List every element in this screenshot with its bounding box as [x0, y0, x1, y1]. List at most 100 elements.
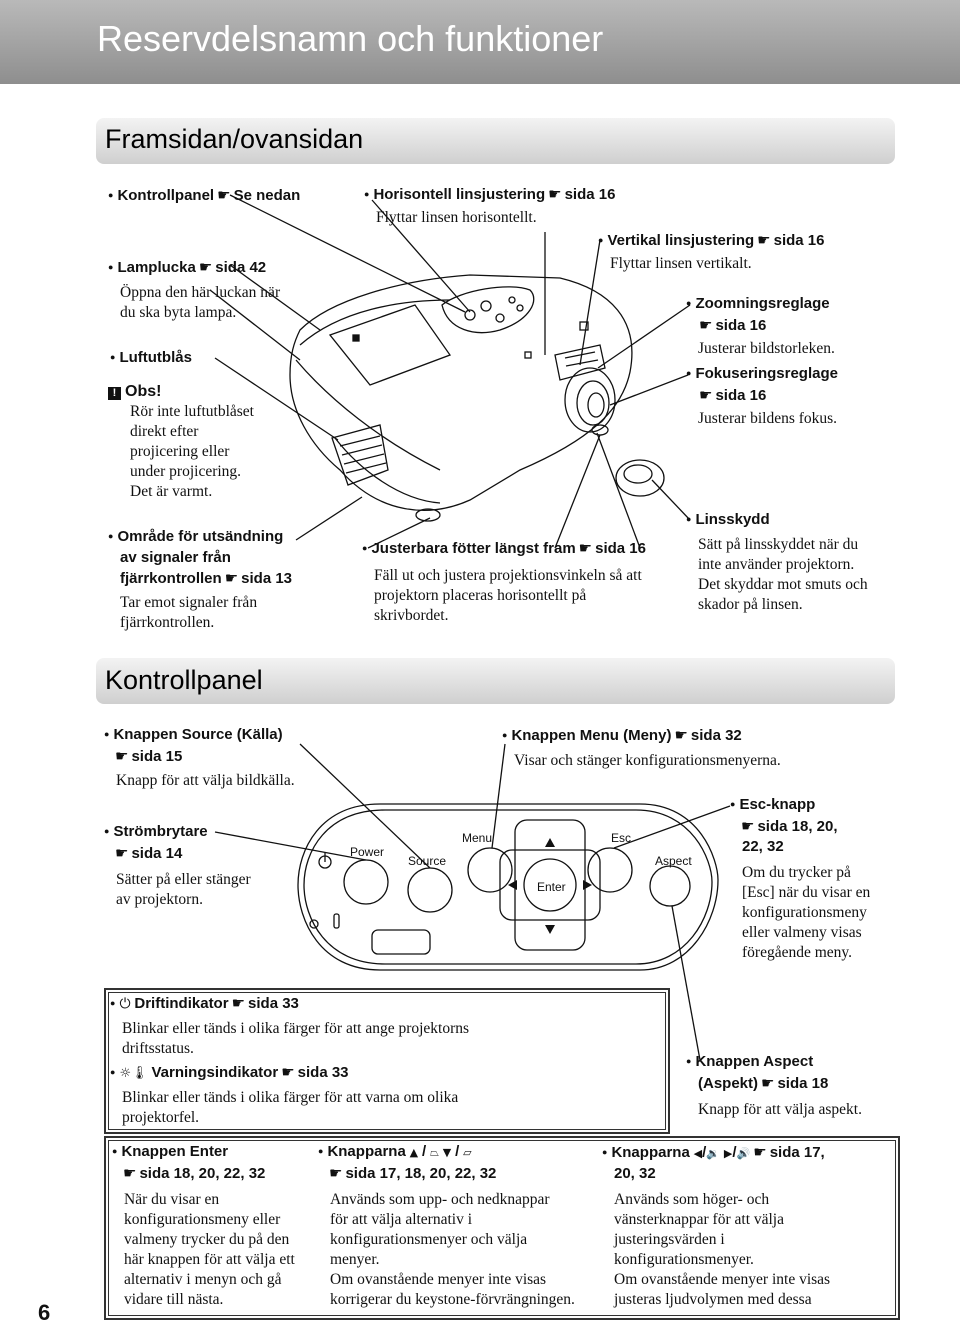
callout-control-panel: Kontrollpanel☛Se nedan — [108, 185, 300, 207]
keystone-bottom-icon: ⏥ — [463, 1146, 472, 1159]
label-control-panel: Kontrollpanel — [108, 187, 214, 204]
note-line-1: Rör inte luftutblåset — [130, 403, 254, 420]
desc-zoom-ring: Justerar bildstorleken. — [698, 340, 835, 357]
page-header-banner — [0, 0, 960, 84]
label-remote-3: fjärrkontrollen — [120, 570, 222, 587]
desc-leftright-5: Om ovanstående menyer inte visas — [614, 1271, 831, 1288]
page-title: Reservdelsnamn och funktioner — [97, 18, 604, 59]
ref-leftright-2: 20, 32 — [614, 1165, 656, 1182]
ref-front-feet: sida 16 — [595, 540, 646, 557]
reference-hand-icon: ☛ — [329, 1164, 343, 1182]
desc-leftright-3: justeringsvärden i — [614, 1231, 725, 1248]
section-header-front — [96, 118, 895, 164]
label-power-button: Strömbrytare — [104, 822, 251, 843]
reference-hand-icon: ☛ — [115, 747, 129, 765]
reference-hand-icon: ☛ — [224, 569, 239, 587]
page-number: 6 — [38, 1300, 51, 1325]
desc-focus-ring: Justerar bildens fokus. — [698, 410, 838, 427]
callout-remote-receiver: Område för utsändning av signaler från f… — [108, 527, 292, 633]
control-panel-illustration — [214, 743, 731, 1061]
desc-esc-1: Om du trycker på — [742, 864, 851, 881]
note-title: Obs! — [125, 383, 162, 400]
down-arrow-icon: ▼ — [442, 1146, 452, 1159]
callout-front-feet: Justerbara fötter längst fram☛sida 16 Fä… — [362, 538, 646, 626]
label-updown-buttons: Knapparna — [318, 1143, 405, 1160]
desc-lens-cap-3: Det skyddar mot smuts och — [698, 576, 868, 593]
reference-hand-icon: ☛ — [741, 817, 755, 835]
desc-esc-5: föregående meny. — [742, 944, 853, 961]
ref-source-button: sida 15 — [131, 748, 183, 765]
reference-hand-icon: ☛ — [753, 1143, 767, 1161]
desc-operation-1: Blinkar eller tänds i olika färger för a… — [122, 1020, 470, 1037]
desc-enter-1: När du visar en — [124, 1191, 220, 1208]
panel-label-enter: Enter — [537, 880, 566, 894]
callout-leftright-buttons: Knapparna ◀/🔉 ▶/🔊☛sida 17, 20, 32 Använd… — [602, 1142, 830, 1310]
reference-hand-icon: ☛ — [198, 258, 213, 276]
callout-lamp-cover: Lamplucka☛sida 42 Öppna den här luckan n… — [108, 257, 280, 323]
sep-2: / — [455, 1143, 460, 1160]
desc-updown-4: menyer. — [330, 1251, 380, 1268]
callout-warning-indicator: ☼🌡 Varningsindikator☛sida 33 Blinkar ell… — [110, 1062, 458, 1128]
label-leftright-buttons: Knapparna — [602, 1144, 689, 1161]
label-remote-1: Område för utsändning — [108, 527, 292, 548]
label-vertical-lens: Vertikal linsjustering — [598, 232, 754, 249]
desc-leftright-4: konfigurationsmenyer. — [614, 1251, 754, 1268]
ref-vertical-lens: sida 16 — [773, 232, 825, 249]
reference-hand-icon: ☛ — [115, 844, 129, 862]
reference-hand-icon: ☛ — [757, 231, 771, 249]
ref-leftright-1: sida 17, — [769, 1144, 825, 1161]
desc-menu-button: Visar och stänger konfigurationsmenyerna… — [514, 752, 781, 769]
desc-operation-2: driftsstatus. — [122, 1040, 194, 1057]
reference-hand-icon: ☛ — [674, 726, 688, 744]
reference-hand-icon: ☛ — [761, 1074, 775, 1092]
right-arrow-volume-up-icon: ▶ — [723, 1147, 733, 1160]
ref-operation-indicator: sida 33 — [248, 995, 299, 1012]
desc-leftright-6: justeras ljudvolymen med dessa — [614, 1291, 812, 1308]
desc-warning-2: projektorfel. — [122, 1109, 200, 1126]
label-air-exhaust: Luftutblås — [110, 349, 192, 366]
up-arrow-icon: ▲ — [409, 1146, 419, 1159]
desc-aspect-button: Knapp för att välja aspekt. — [698, 1101, 862, 1118]
callout-esc-button: Esc-knapp ☛sida 18, 20, 22, 32 Om du try… — [730, 795, 870, 963]
callout-air-exhaust: Luftutblås — [110, 348, 192, 369]
note-line-3: projicering eller — [130, 443, 230, 460]
reference-hand-icon: ☛ — [231, 994, 246, 1012]
desc-vertical-lens: Flyttar linsen vertikalt. — [610, 255, 752, 272]
desc-power-button-2: av projektorn. — [116, 891, 203, 908]
sep-1: / — [422, 1143, 427, 1160]
callout-vertical-lens: Vertikal linsjustering☛sida 16 Flyttar l… — [598, 230, 824, 274]
reference-hand-icon: ☛ — [548, 185, 562, 203]
callout-aspect-button: Knappen Aspect (Aspekt)☛sida 18 Knapp fö… — [686, 1052, 862, 1120]
buttons-box — [104, 1136, 900, 1320]
callout-power-button: Strömbrytare ☛sida 14 Sätter på eller st… — [104, 822, 251, 910]
ref-esc-button-1: sida 18, 20, — [757, 818, 838, 835]
label-aspect-button-2: (Aspekt) — [698, 1075, 759, 1092]
ref-esc-button-2: 22, 32 — [742, 838, 784, 855]
label-aspect-button: Knappen Aspect — [686, 1052, 862, 1073]
label-remote-2: av signaler från — [120, 549, 231, 566]
warning-icon: ! — [108, 387, 121, 400]
label-menu-button: Knappen Menu (Meny) — [502, 727, 671, 744]
callout-menu-button: Knappen Menu (Meny)☛sida 32 Visar och st… — [502, 725, 781, 771]
label-focus-ring: Fokuseringsreglage — [686, 364, 838, 385]
section-header-panel — [96, 658, 895, 704]
desc-esc-2: [Esc] när du visar en — [742, 884, 871, 901]
ref-aspect-button: sida 18 — [777, 1075, 829, 1092]
power-icon: ⏻ — [119, 995, 131, 1011]
desc-remote-2: fjärrkontrollen. — [120, 614, 215, 631]
ref-updown-buttons: sida 17, 18, 20, 22, 32 — [345, 1165, 497, 1182]
desc-updown-1: Används som upp- och nedknappar — [330, 1191, 550, 1208]
ref-power-button: sida 14 — [131, 845, 183, 862]
desc-updown-2: för att välja alternativ i — [330, 1211, 473, 1228]
desc-enter-6: vidare till nästa. — [124, 1291, 224, 1308]
label-lamp-cover: Lamplucka — [108, 259, 195, 276]
volume-down-icon: 🔉 — [706, 1147, 721, 1160]
ref-enter-button: sida 18, 20, 22, 32 — [139, 1165, 266, 1182]
desc-updown-6: korrigerar du keystone-förvrängningen. — [330, 1291, 575, 1308]
label-horizontal-lens: Horisontell linsjustering — [364, 186, 545, 203]
callout-zoom-ring: Zoomningsreglage ☛sida 16 Justerar bilds… — [686, 294, 835, 359]
ref-control-panel: Se nedan — [233, 187, 301, 204]
ref-zoom-ring: sida 16 — [715, 317, 767, 334]
desc-enter-3: valmeny trycker du på den — [124, 1231, 290, 1248]
desc-power-button-1: Sätter på eller stänger — [116, 871, 251, 888]
